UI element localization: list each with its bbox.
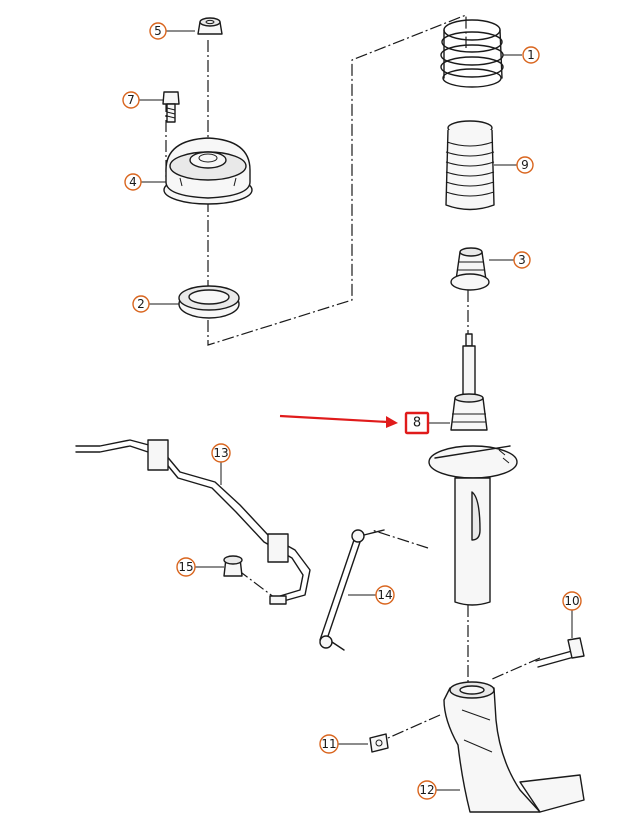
callout-4-label: 4: [129, 175, 137, 189]
callout-leaders: [139, 30, 573, 791]
coupling-rod-part-14: [319, 529, 385, 651]
callout-10[interactable]: 10: [562, 591, 582, 611]
callout-8-label: 8: [413, 416, 421, 431]
callout-9-label: 9: [521, 158, 529, 172]
stabilizer-bar-part-13: [75, 439, 311, 605]
callout-15[interactable]: 15: [176, 557, 196, 577]
callout-8-highlighted[interactable]: 8: [404, 411, 430, 435]
callout-9[interactable]: 9: [516, 156, 534, 174]
callout-2[interactable]: 2: [132, 295, 150, 313]
callout-11[interactable]: 11: [319, 734, 339, 754]
callout-13-label: 13: [213, 446, 228, 460]
shock-absorber-part-8: [428, 333, 518, 606]
strut-mount-part-4: [163, 137, 253, 205]
callout-3[interactable]: 3: [513, 251, 531, 269]
callout-3-label: 3: [518, 253, 526, 267]
highlight-arrow: [279, 414, 398, 428]
nut-part-11: [369, 733, 389, 753]
callout-5[interactable]: 5: [149, 22, 167, 40]
callout-13[interactable]: 13: [211, 443, 231, 463]
callout-12[interactable]: 12: [417, 780, 437, 800]
bearing-part-2: [178, 285, 240, 319]
callout-11-label: 11: [321, 737, 336, 751]
callout-7-label: 7: [127, 93, 135, 107]
callout-1[interactable]: 1: [522, 46, 540, 64]
bolt-part-7: [162, 91, 180, 123]
coil-spring-part-1: [440, 19, 504, 88]
bushing-part-15: [223, 555, 243, 577]
callout-2-label: 2: [137, 297, 145, 311]
callout-4[interactable]: 4: [124, 173, 142, 191]
callout-10-label: 10: [564, 594, 579, 608]
callout-7[interactable]: 7: [122, 91, 140, 109]
steering-knuckle-part-12: [443, 681, 585, 813]
callout-12-label: 12: [419, 783, 434, 797]
callout-14-label: 14: [377, 588, 392, 602]
bump-stop-part-3: [450, 247, 490, 291]
callout-1-label: 1: [527, 48, 535, 62]
dust-boot-part-9: [445, 120, 495, 211]
bolt-part-10: [535, 637, 585, 668]
callout-15-label: 15: [178, 560, 193, 574]
callout-5-label: 5: [154, 24, 162, 38]
callout-14[interactable]: 14: [375, 585, 395, 605]
nut-part-5: [197, 17, 223, 35]
